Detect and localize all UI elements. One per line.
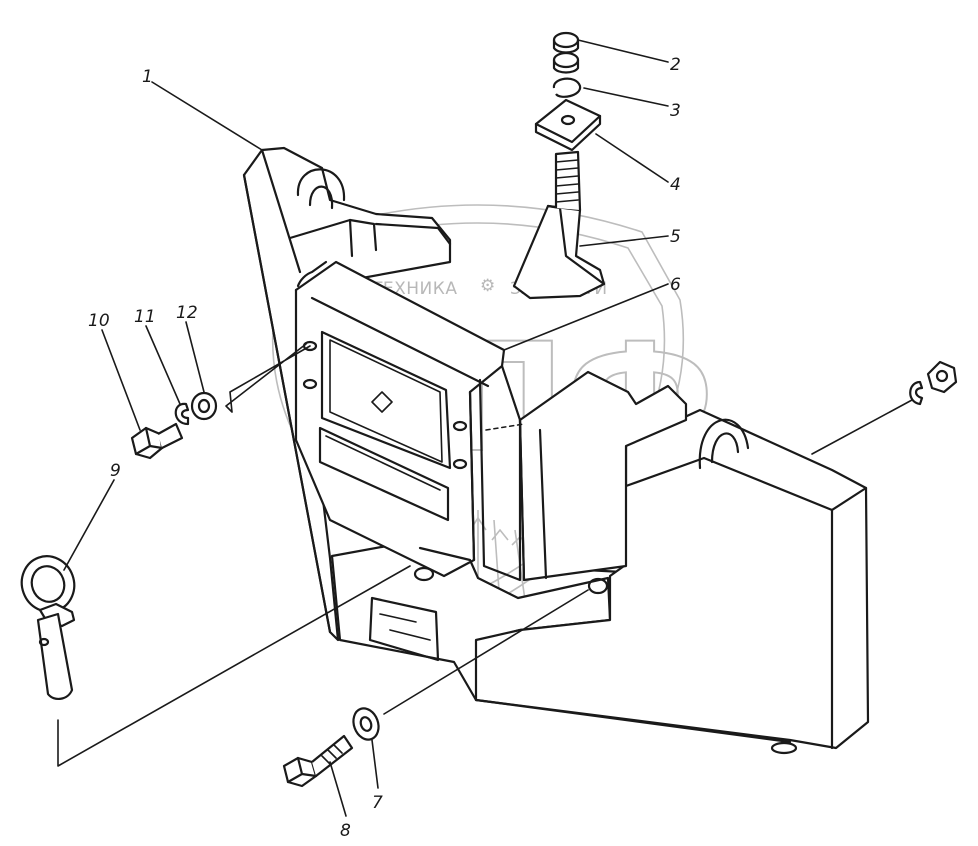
watermark-gear-icon: ⚙ [480,276,496,296]
assembly-line-right-nut [811,399,913,455]
callout-4: 4 [670,175,681,195]
callout-1: 1 [142,67,153,87]
callout-10: 10 [88,311,110,331]
callout-6: 6 [670,275,681,295]
bolt-part-10 [130,422,184,460]
callout-12: 12 [176,303,198,323]
pin-part-9 [20,555,76,700]
front-plate-part-6 [294,260,522,582]
callout-8: 8 [340,821,351,841]
ballast-weight-left [242,146,452,642]
callout-11: 11 [134,307,156,327]
stud-hardware [534,31,602,152]
callout-2: 2 [670,55,681,75]
wedge-part-5 [512,150,606,300]
assembly-line-bolt-8 [383,589,589,715]
washer-part-12 [190,391,218,421]
washer-part-7 [352,707,380,741]
side-nut-right [909,360,958,406]
callout-3: 3 [670,101,681,121]
callout-leaders [63,39,669,817]
callout-9: 9 [110,461,121,481]
assembly-line-bolt-10 [225,343,311,413]
assembly-line-pin-9 [57,565,411,767]
bolt-part-8 [282,734,354,788]
callout-5: 5 [670,227,681,247]
ballast-weight-right [474,370,870,755]
lock-washer-part-11 [174,402,190,426]
callout-7: 7 [372,793,383,813]
